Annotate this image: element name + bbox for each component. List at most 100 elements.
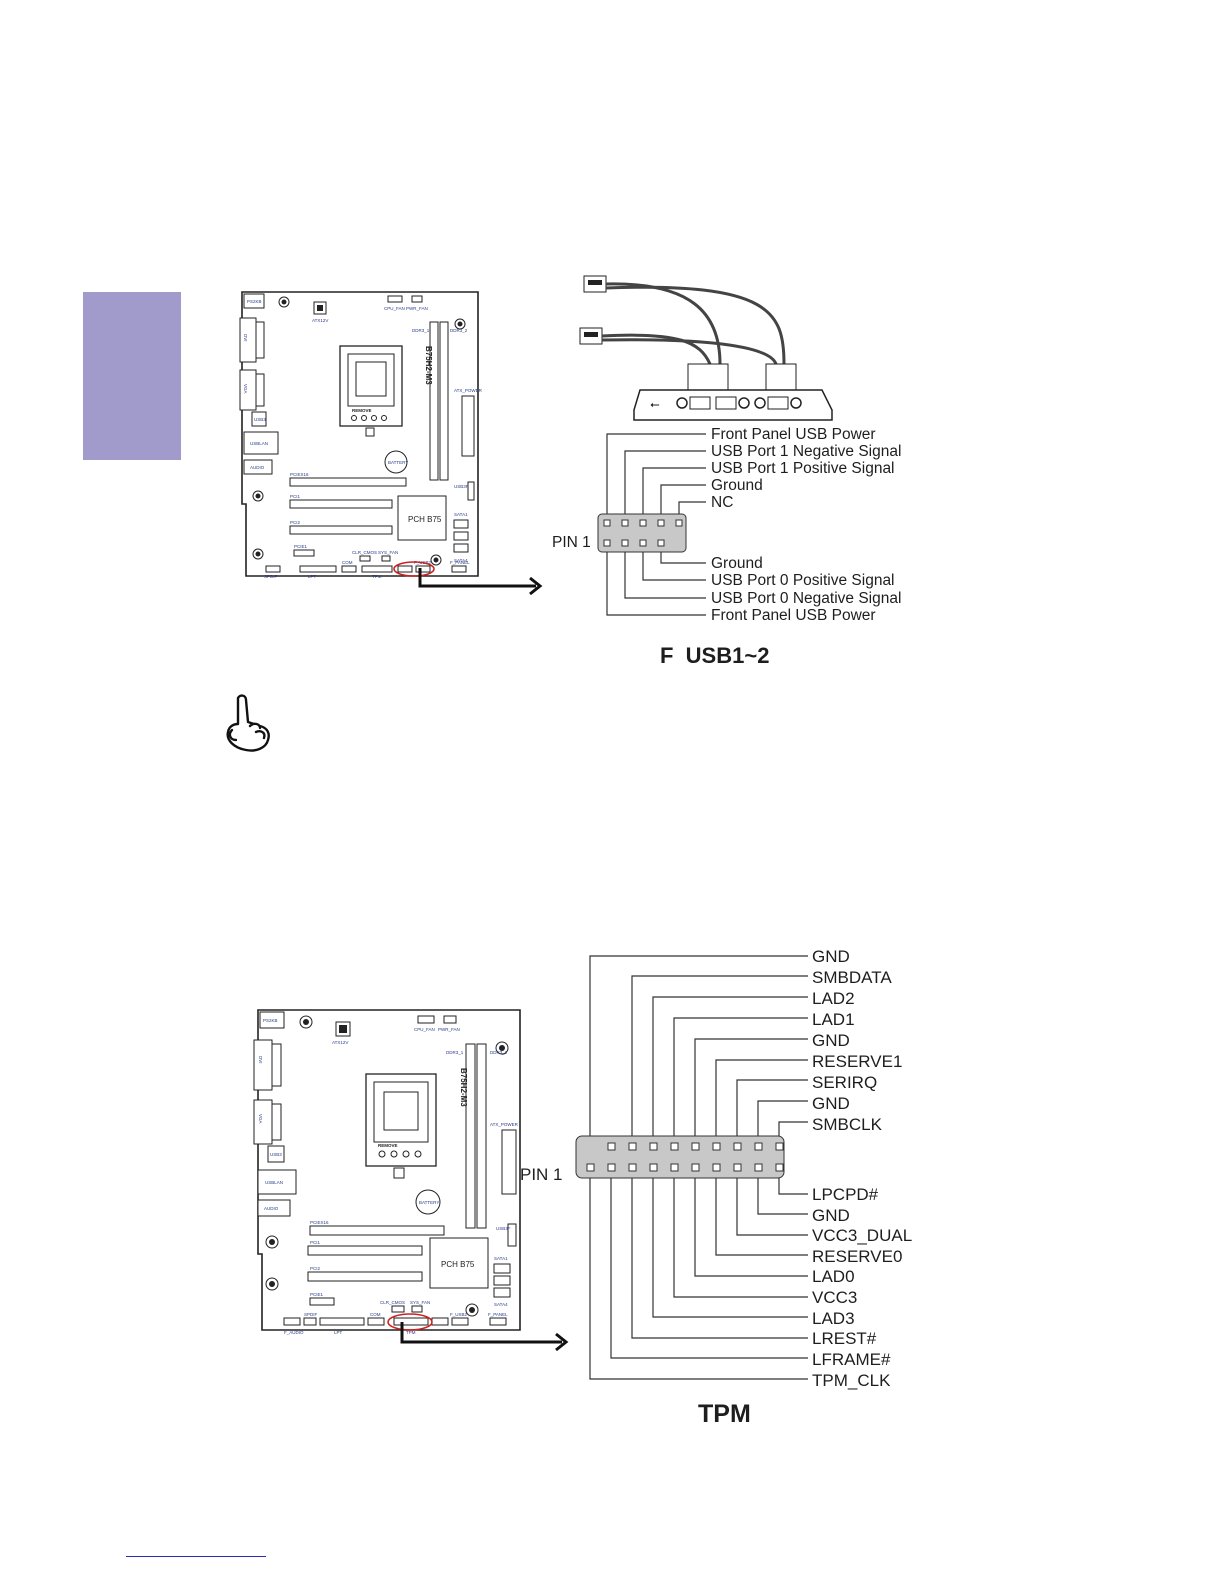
pointing-hand-icon	[226, 694, 270, 752]
board-label-pci2: PCI2	[310, 1266, 321, 1271]
tpm-pin-label: LAD2	[812, 989, 855, 1008]
tpm-pin-label: LPCPD#	[812, 1185, 879, 1204]
tpm-pin-diagram: PIN 1 GND SMBDATA LAD2 LAD1 GND RESERVE1…	[520, 947, 912, 1428]
usb-pin-label: USB Port 1 Positive Signal	[711, 460, 895, 477]
board-label-audio: AUDIO	[250, 465, 265, 470]
motherboard-diagram-usb: PS2KB DVI VGA USB3 USBLAN AUDIO ATX12V C…	[239, 291, 483, 579]
board-label-cpu-fan: CPU_FAN	[414, 1027, 435, 1032]
tpm-caption: TPM	[698, 1400, 751, 1428]
board-label-model: B75H2-M3	[424, 346, 433, 385]
tpm-pin-label: LREST#	[812, 1329, 877, 1348]
board-label-ddr3-2: DDR3_2	[490, 1050, 508, 1055]
usb-pin-label: USB Port 0 Negative Signal	[711, 590, 901, 607]
tpm-pin-label: RESERVE1	[812, 1052, 902, 1071]
usb-pin-label: Front Panel USB Power	[711, 426, 876, 443]
board-label-ddr3-1: DDR3_1	[446, 1050, 464, 1055]
tpm-pin-label: SERIRQ	[812, 1073, 877, 1092]
board-label-pci1: PCI1	[310, 1240, 321, 1245]
board-label-f-panel: F_PANEL	[450, 560, 470, 565]
board-label-sys-fan: SYS_FAN	[410, 1300, 430, 1305]
tpm-pin-label: VCC3	[812, 1288, 857, 1307]
board-label-pciex16: PCIEX16	[310, 1220, 329, 1225]
board-label-remove: REMOVE	[378, 1143, 398, 1148]
usb-pin-diagram: PIN 1 Front Panel USB Power USB Port 1 N…	[552, 426, 901, 664]
board-label-clr-cmos: CLR_CMOS	[352, 550, 377, 555]
board-label-ddr3-2: DDR3_2	[450, 328, 468, 333]
board-label-com: COM	[342, 560, 353, 565]
board-label-sata4: SATA4	[454, 558, 468, 563]
tpm-pin-label: GND	[812, 1206, 850, 1225]
board-label-audio: AUDIO	[264, 1206, 279, 1211]
tpm-pin-label: LAD0	[812, 1267, 855, 1286]
board-label-ps2kb: PS2KB	[247, 299, 262, 304]
board-label-usb3f: USB3F	[454, 484, 469, 489]
board-label-pcie1: PCIE1	[294, 544, 308, 549]
chapter-side-tab	[83, 292, 181, 460]
board-label-pwr-fan: PWR_FAN	[406, 306, 428, 311]
tpm-header-highlight	[387, 1313, 433, 1331]
board-label-com: COM	[370, 1312, 381, 1317]
tpm-pin-label: GND	[812, 947, 850, 966]
board-label-dvi: DVI	[243, 334, 248, 342]
board-label-atx-power: ATX_POWER	[490, 1122, 519, 1127]
board-label-atx12v: ATX12V	[332, 1040, 348, 1045]
board-label-sys-fan: SYS_FAN	[378, 550, 398, 555]
usb-pin-label: NC	[711, 494, 733, 511]
board-label-usblan: USBLAN	[250, 441, 268, 446]
tpm-pin-label: LFRAME#	[812, 1350, 891, 1369]
usb-bracket-cable: ⭠	[579, 275, 833, 421]
board-label-pcie1: PCIE1	[310, 1292, 324, 1297]
board-label-pwr-fan: PWR_FAN	[438, 1027, 460, 1032]
board-label-sata1: SATA1	[454, 512, 468, 517]
tpm-pin-label: GND	[812, 1031, 850, 1050]
board-label-vga: VGA	[258, 1114, 263, 1124]
board-label-spdif: SPDIF	[304, 1312, 318, 1317]
tpm-pin-label: SMBDATA	[812, 968, 892, 987]
board-label-usb3f: USB3F	[496, 1226, 511, 1231]
board-label-pci2: PCI2	[290, 520, 301, 525]
board-label-tpm: TPM	[372, 574, 382, 579]
board-label-usblan: USBLAN	[265, 1180, 283, 1185]
svg-text:⭠: ⭠	[650, 397, 660, 411]
board-label-battery: BATTERY	[388, 460, 408, 465]
board-label-atx-power: ATX_POWER	[454, 388, 483, 393]
board-label-sata1: SATA1	[494, 1256, 508, 1261]
board-label-pch: PCH B75	[408, 515, 442, 524]
arrow-right-icon	[400, 1322, 569, 1352]
board-label-model: B75H2-M3	[459, 1068, 468, 1107]
tpm-pin-label: LAD1	[812, 1010, 855, 1029]
board-label-f-usb2: F_USB2	[450, 1312, 468, 1317]
board-label-pciex16: PCIEX16	[290, 472, 309, 477]
board-label-pch: PCH B75	[441, 1260, 475, 1269]
board-label-f-panel: F_PANEL	[488, 1312, 508, 1317]
tpm-pin1-label: PIN 1	[520, 1165, 563, 1184]
board-label-spdif: SPDIF	[264, 574, 278, 579]
board-label-ddr3-1: DDR3_1	[412, 328, 430, 333]
board-label-f-audio: F_AUDIO	[284, 1330, 304, 1335]
board-label-clr-cmos: CLR_CMOS	[380, 1300, 405, 1305]
board-label-dvi: DVI	[258, 1056, 263, 1064]
usb-pin1-label: PIN 1	[552, 534, 591, 551]
tpm-pin-label: TPM_CLK	[812, 1371, 891, 1390]
board-label-usb: USB3	[270, 1152, 282, 1157]
board-label-cpu-fan: CPU_FAN	[384, 306, 405, 311]
board-label-lpt: LPT	[308, 574, 317, 579]
board-label-sata4: SATA4	[494, 1302, 508, 1307]
board-label-battery: BATTERY	[419, 1200, 439, 1205]
usb-caption: F_USB1~2	[660, 643, 769, 664]
usb-pin-label: Front Panel USB Power	[711, 607, 876, 624]
board-label-atx12v: ATX12V	[312, 318, 328, 323]
usb-header-highlight	[393, 561, 435, 577]
tpm-pin-label: SMBCLK	[812, 1115, 883, 1134]
board-label-vga: VGA	[243, 384, 248, 394]
usb-pin-label: USB Port 1 Negative Signal	[711, 443, 901, 460]
usb-pin-label: Ground	[711, 477, 763, 494]
tpm-pin-label: GND	[812, 1094, 850, 1113]
usb-pin-label: USB Port 0 Positive Signal	[711, 572, 895, 589]
board-label-remove: REMOVE	[352, 408, 372, 413]
board-label-tpm: TPM	[406, 1330, 416, 1335]
footer-rule	[126, 1556, 266, 1557]
tpm-pin-label: VCC3_DUAL	[812, 1226, 912, 1245]
board-label-usb: USB3	[254, 417, 266, 422]
usb-pin-label: Ground	[711, 555, 763, 572]
